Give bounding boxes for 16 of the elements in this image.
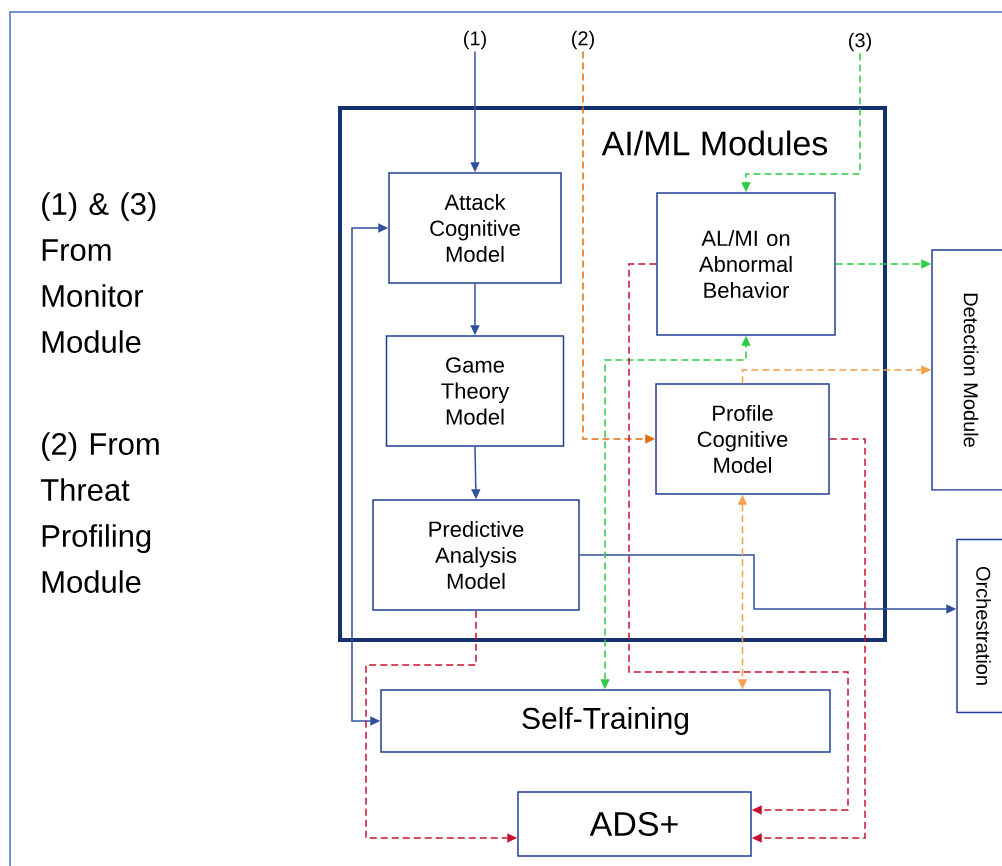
process-box: Attack Cognitive Model [388, 172, 562, 284]
input-label: (3) [849, 32, 871, 52]
side-note: (1) & (3) From Monitor Module [42, 192, 156, 353]
process-box: Profile Cognitive Model [655, 383, 830, 495]
module-box: Detection Module [931, 249, 1002, 491]
module-box: Orchestration [956, 538, 1002, 714]
process-box: Game Theory Model [385, 335, 565, 447]
input-label: (2) [572, 30, 594, 50]
frame-title: AI/ML Modules [601, 130, 828, 156]
process-box: Predictive Analysis Model [372, 499, 580, 611]
process-box: AL/MI on Abnormal Behavior [656, 192, 836, 336]
process-box: ADS+ [517, 791, 752, 857]
process-box: Self-Training [380, 689, 831, 753]
arrow [628, 263, 849, 815]
side-note: (2) From Threat Profiling Module [40, 432, 159, 593]
input-label: (1) [464, 30, 486, 50]
